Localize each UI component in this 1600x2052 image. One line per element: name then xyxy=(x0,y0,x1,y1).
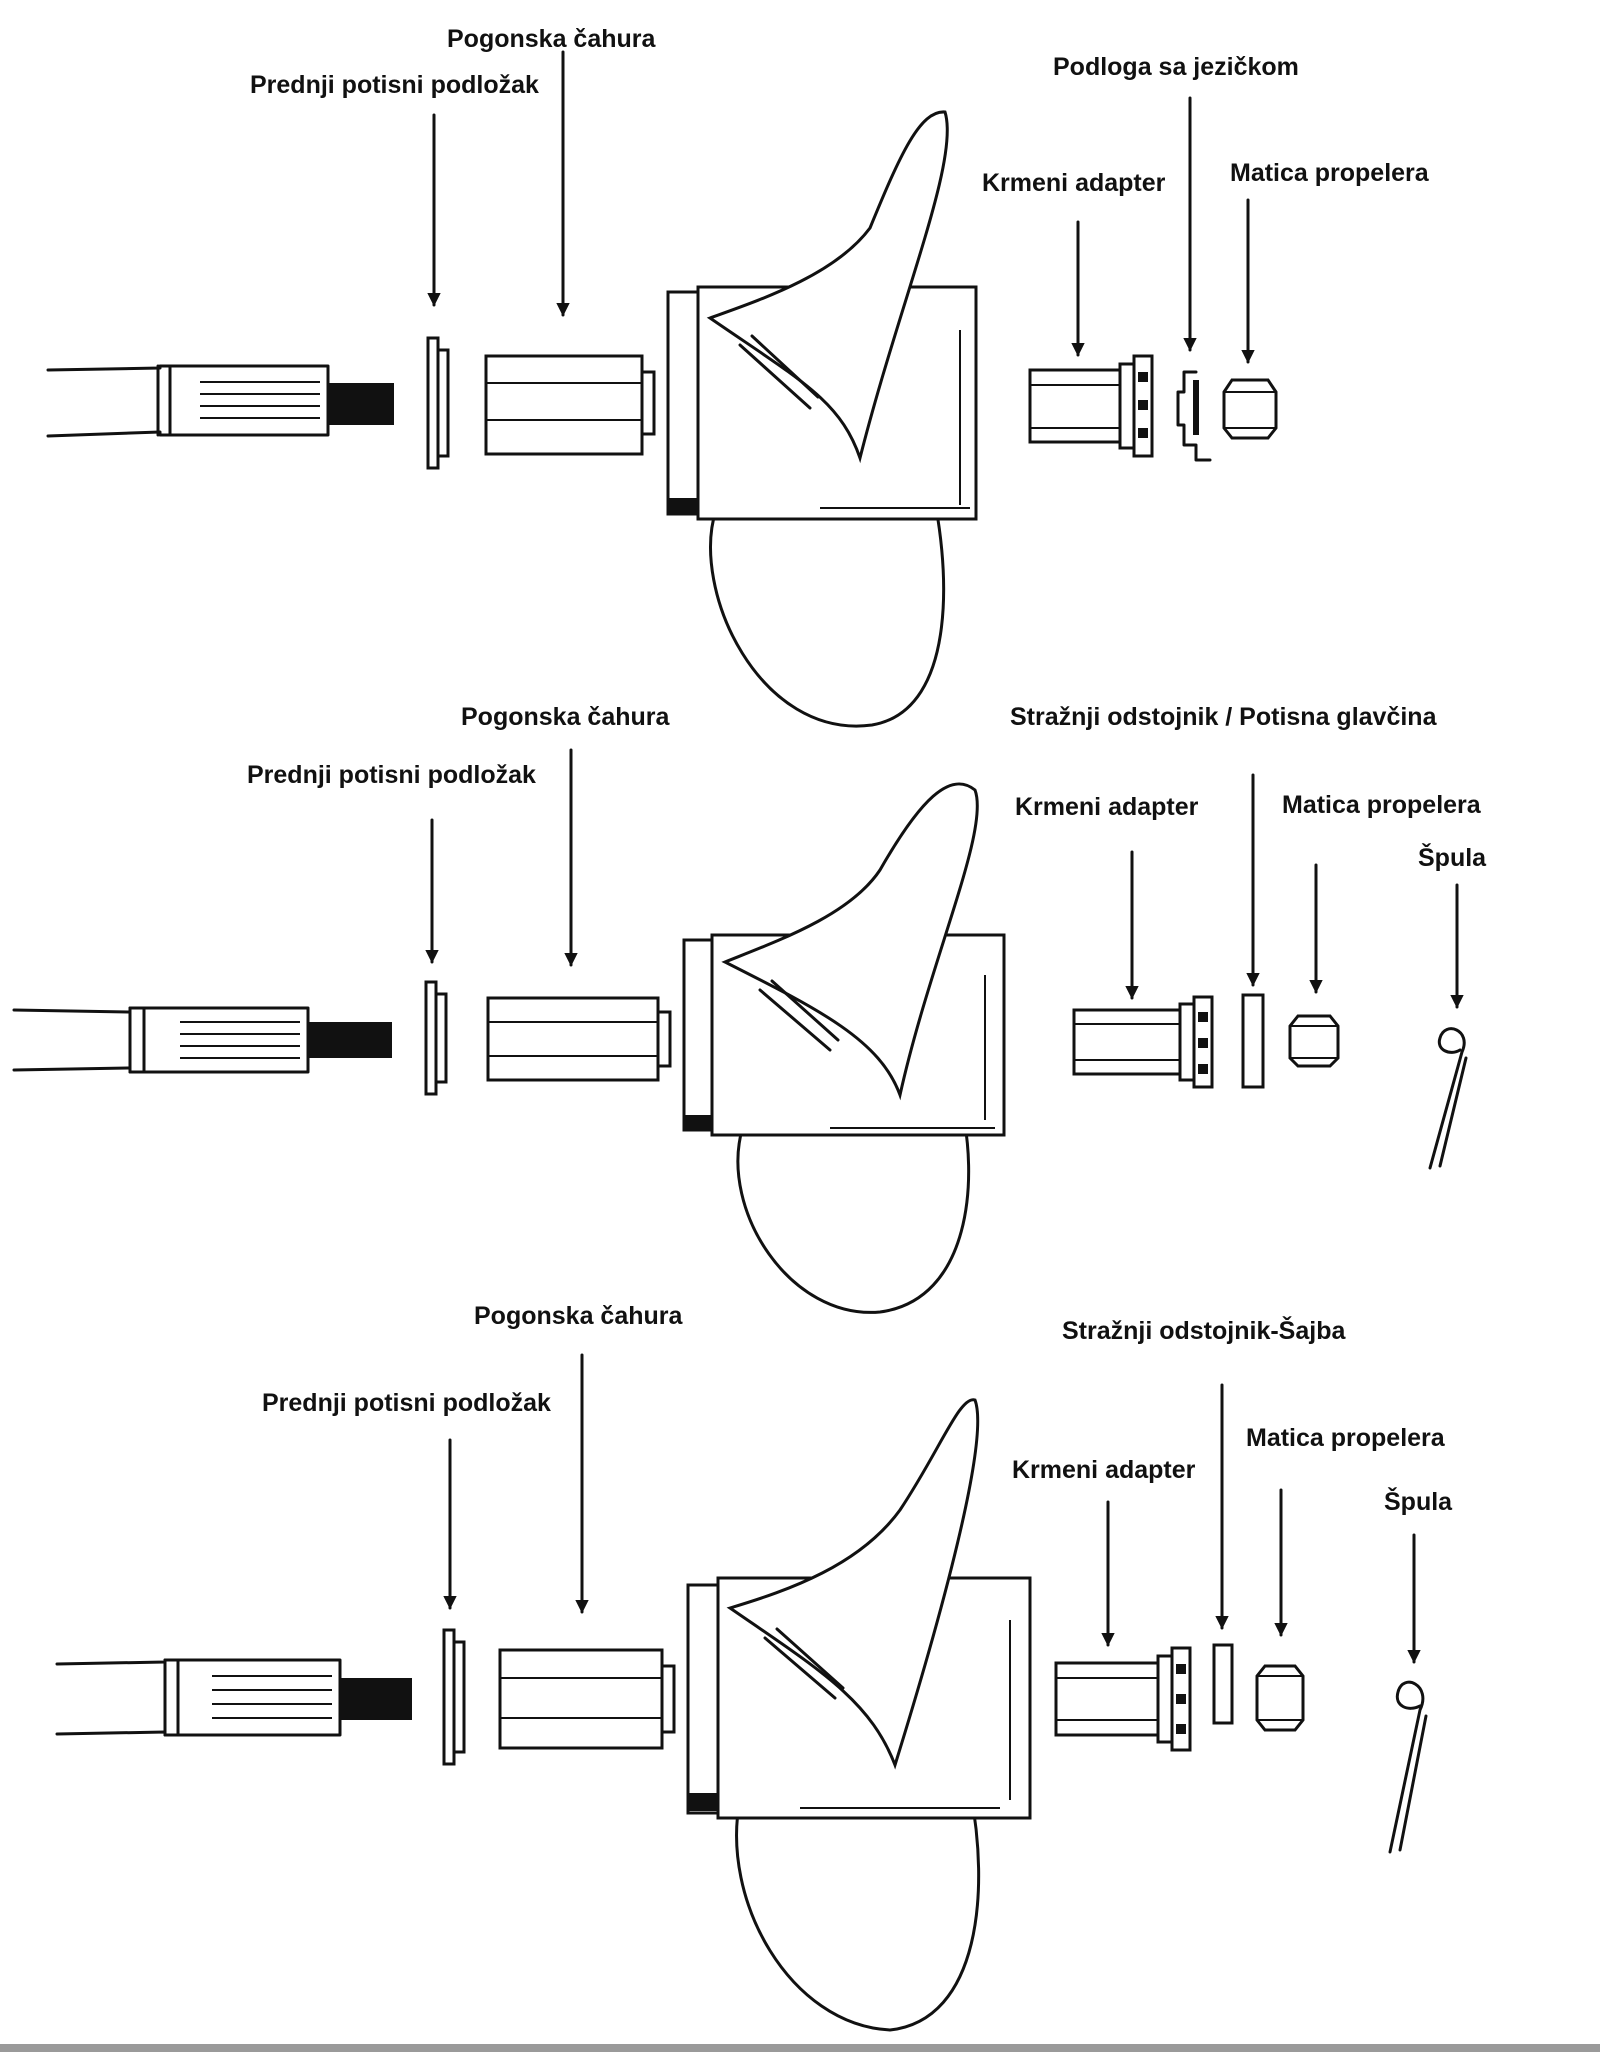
propeller xyxy=(666,110,978,728)
cotter-pin xyxy=(1388,1680,1428,1854)
drive-sleeve xyxy=(484,354,656,456)
label-aft-adapter: Krmeni adapter xyxy=(982,169,1166,197)
cotter-pin xyxy=(1428,1027,1468,1170)
assembly-1: Pogonska čahura Prednji potisni podložak… xyxy=(46,25,1430,728)
label-drive-sleeve: Pogonska čahura xyxy=(447,25,656,53)
front-thrust-washer xyxy=(442,1628,466,1766)
rear-spacer xyxy=(1241,993,1265,1089)
label-aft-adapter: Krmeni adapter xyxy=(1015,793,1199,821)
label-propeller-nut: Matica propelera xyxy=(1230,159,1430,187)
label-tab-washer: Podloga sa jezičkom xyxy=(1053,53,1299,81)
aft-adapter xyxy=(1028,354,1154,458)
label-front-thrust-washer: Prednji potisni podložak xyxy=(250,71,539,99)
assembly-3: Pogonska čahura Prednji potisni podložak… xyxy=(55,1302,1453,2032)
propeller xyxy=(682,782,1006,1314)
propeller-nut xyxy=(1288,1014,1340,1068)
front-thrust-washer xyxy=(424,980,448,1096)
label-front-thrust-washer: Prednji potisni podložak xyxy=(247,761,536,789)
label-drive-sleeve: Pogonska čahura xyxy=(474,1302,683,1330)
drive-sleeve xyxy=(486,996,672,1082)
front-thrust-washer xyxy=(426,336,450,470)
label-rear-spacer: Stražnji odstojnik / Potisna glavčina xyxy=(1010,703,1438,731)
aft-adapter xyxy=(1054,1646,1192,1752)
label-rear-spacer: Stražnji odstojnik-Šajba xyxy=(1062,1315,1346,1345)
label-cotter-pin: Špula xyxy=(1418,842,1487,872)
rear-spacer xyxy=(1212,1643,1234,1725)
label-drive-sleeve: Pogonska čahura xyxy=(461,703,670,731)
label-front-thrust-washer: Prednji potisni podložak xyxy=(262,1389,551,1417)
aft-adapter xyxy=(1072,995,1214,1089)
propeller xyxy=(686,1398,1032,2032)
tab-washer xyxy=(1176,370,1212,462)
label-cotter-pin: Špula xyxy=(1384,1486,1453,1516)
assembly-2: Pogonska čahura Prednji potisni podložak… xyxy=(12,703,1487,1314)
label-aft-adapter: Krmeni adapter xyxy=(1012,1456,1196,1484)
propeller-shaft xyxy=(55,1658,412,1737)
propeller-shaft xyxy=(12,1006,392,1074)
bottom-border xyxy=(0,2044,1600,2052)
propeller-nut xyxy=(1222,378,1278,440)
label-propeller-nut: Matica propelera xyxy=(1282,791,1482,819)
propeller-shaft xyxy=(46,364,394,438)
propeller-nut xyxy=(1255,1664,1305,1732)
drive-sleeve xyxy=(498,1648,676,1750)
label-propeller-nut: Matica propelera xyxy=(1246,1424,1446,1452)
